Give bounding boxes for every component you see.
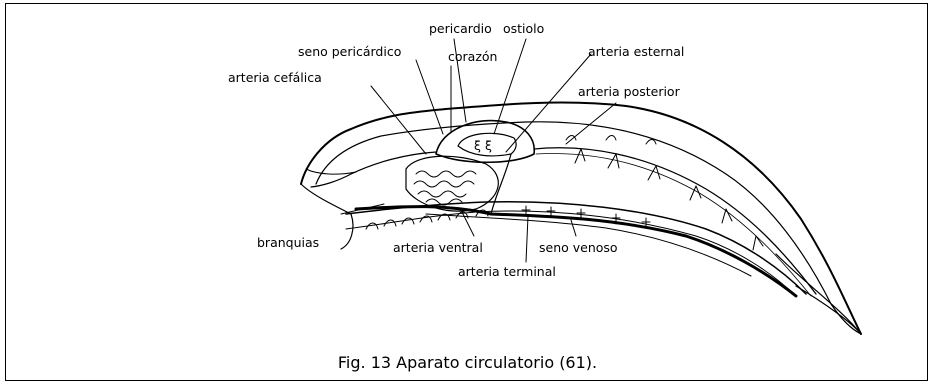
figure-caption: Fig. 13 Aparato circulatorio (61). [6,353,929,372]
svg-text:ξ ξ: ξ ξ [474,138,492,153]
label-pericardio: pericardio [429,21,492,36]
tail-tip [776,254,861,334]
label-arteria-cefalica: arteria cefálica [228,70,322,85]
label-seno-venoso: seno venoso [539,240,618,255]
label-ostiolo: ostiolo [503,21,544,36]
figure-frame: ξ ξ [5,3,928,381]
label-seno-pericardico: seno pericárdico [298,44,401,59]
label-arteria-posterior: arteria posterior [578,84,681,99]
posterior-artery [534,148,816,294]
label-arteria-esternal: arteria esternal [588,44,684,59]
sternal-artery [491,154,511,214]
label-branquias: branquias [257,235,319,250]
head-detail [306,169,356,174]
label-arteria-ventral: arteria ventral [393,240,483,255]
gill-mass [406,156,498,211]
circulatory-system-diagram: ξ ξ [6,4,927,349]
label-arteria-terminal: arteria terminal [458,264,556,279]
label-corazon: corazón [448,49,497,64]
dorsal-inner-outline [316,122,861,334]
